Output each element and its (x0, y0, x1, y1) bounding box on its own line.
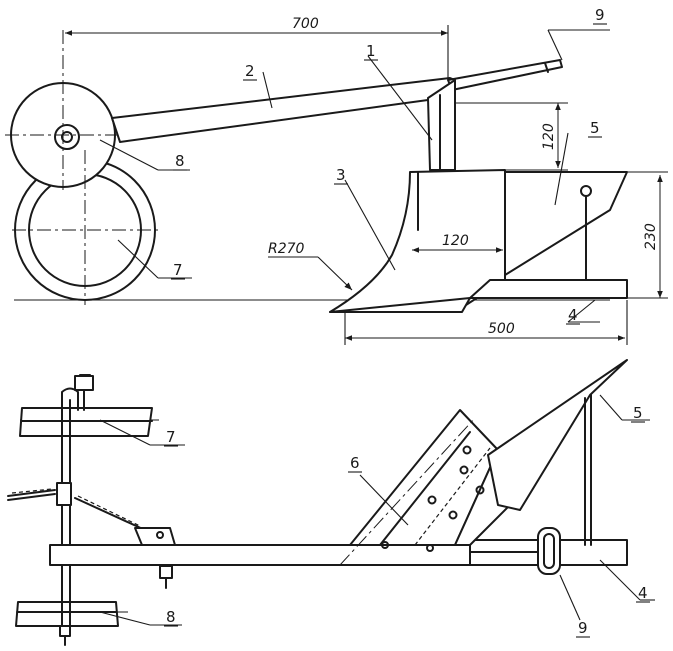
label-3: 3 (336, 166, 346, 184)
dim-230: 230 (643, 223, 659, 250)
label-5-top: 5 (633, 404, 643, 422)
label-4: 4 (568, 306, 578, 324)
axle-post (56, 374, 173, 646)
label-8: 8 (175, 152, 185, 170)
label-8-top: 8 (166, 608, 176, 626)
base-4 (469, 279, 628, 299)
support-5-top (487, 359, 628, 546)
side-view (5, 25, 668, 345)
label-9-top: 9 (578, 619, 588, 637)
label-2: 2 (245, 62, 255, 80)
dim-r270: R270 (268, 241, 305, 257)
label-1: 1 (366, 42, 376, 60)
dim-120-share: 120 (442, 233, 469, 249)
wheel-7-top (19, 407, 153, 437)
support-5 (504, 171, 628, 283)
label-4-top: 4 (638, 584, 648, 602)
dim-120-post: 120 (541, 123, 557, 150)
pin-9-top (537, 527, 561, 575)
label-9: 9 (595, 6, 605, 24)
wheel-8-top (15, 601, 119, 627)
dim-500: 500 (488, 321, 515, 337)
chain-drawbar (7, 488, 176, 546)
dim-700: 700 (292, 16, 319, 32)
post-1 (427, 79, 456, 171)
label-7-top: 7 (166, 428, 176, 446)
handle-beam-2 (111, 59, 563, 143)
label-7: 7 (173, 261, 183, 279)
share-tip (329, 297, 471, 313)
label-5: 5 (590, 119, 600, 137)
label-6-top: 6 (350, 454, 360, 472)
top-view (7, 359, 655, 646)
